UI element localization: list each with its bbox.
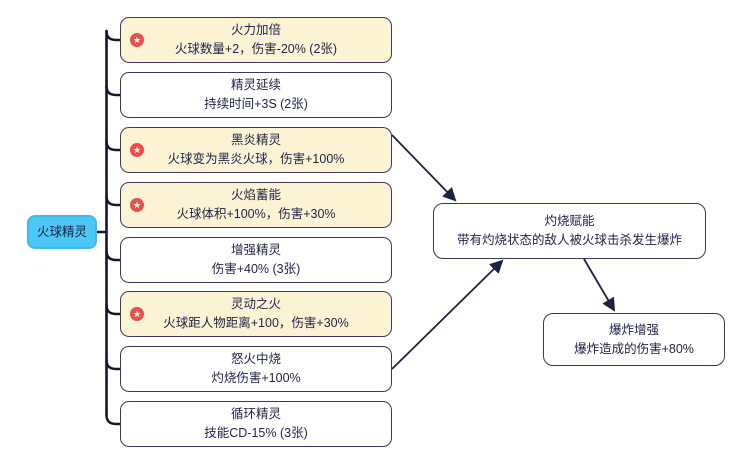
star-icon: ★ [130, 143, 144, 157]
node-title: 火力加倍 [230, 23, 281, 38]
star-icon: ★ [130, 198, 144, 212]
node-desc: 灼烧伤害+100% [211, 371, 301, 385]
star-icon: ★ [130, 33, 144, 47]
skill-node-1[interactable]: ★ 火力加倍 火球数量+2，伤害-20% (2张) [120, 17, 392, 63]
node-title: 精灵延续 [230, 78, 281, 93]
root-node-fireball-spirit[interactable]: 火球精灵 [27, 215, 97, 249]
node-desc: 伤害+40% (3张) [211, 262, 301, 276]
node-title: 循环精灵 [230, 407, 281, 422]
skill-node-3[interactable]: ★ 黑炎精灵 火球变为黑炎火球，伤害+100% [120, 127, 392, 173]
detail-node-explosion-boost[interactable]: 爆炸增强 爆炸造成的伤害+80% [543, 313, 725, 366]
node-title: 黑炎精灵 [230, 133, 281, 148]
node-title: 爆炸增强 [608, 322, 659, 337]
node-desc: 技能CD-15% (3张) [204, 426, 308, 440]
node-desc: 火球变为黑炎火球，伤害+100% [167, 152, 345, 166]
skill-node-4[interactable]: ★ 火焰蓄能 火球体积+100%，伤害+30% [120, 182, 392, 228]
node-title: 灼烧赋能 [544, 214, 595, 229]
node-desc: 带有灼烧状态的敌人被火球击杀发生爆炸 [456, 233, 682, 247]
detail-node-burn-empower[interactable]: 灼烧赋能 带有灼烧状态的敌人被火球击杀发生爆炸 [433, 203, 706, 259]
node-desc: 火球距人物距离+100，伤害+30% [163, 316, 349, 330]
node-desc: 持续时间+3S (2张) [204, 97, 308, 111]
root-node-label: 火球精灵 [36, 224, 87, 239]
skill-node-7[interactable]: 怒火中烧 灼烧伤害+100% [120, 346, 392, 392]
star-icon: ★ [130, 307, 144, 321]
node-title: 怒火中烧 [230, 352, 281, 367]
node-title: 灵动之火 [230, 297, 281, 312]
node-desc: 爆炸造成的伤害+80% [574, 341, 694, 356]
skill-node-8[interactable]: 循环精灵 技能CD-15% (3张) [120, 401, 392, 447]
node-title: 增强精灵 [230, 243, 281, 258]
skill-node-5[interactable]: 增强精灵 伤害+40% (3张) [120, 237, 392, 283]
skill-node-2[interactable]: 精灵延续 持续时间+3S (2张) [120, 72, 392, 118]
node-desc: 火球体积+100%，伤害+30% [176, 207, 336, 221]
node-title: 火焰蓄能 [230, 188, 281, 203]
skill-node-6[interactable]: ★ 灵动之火 火球距人物距离+100，伤害+30% [120, 291, 392, 337]
node-desc: 火球数量+2，伤害-20% (2张) [174, 42, 338, 56]
